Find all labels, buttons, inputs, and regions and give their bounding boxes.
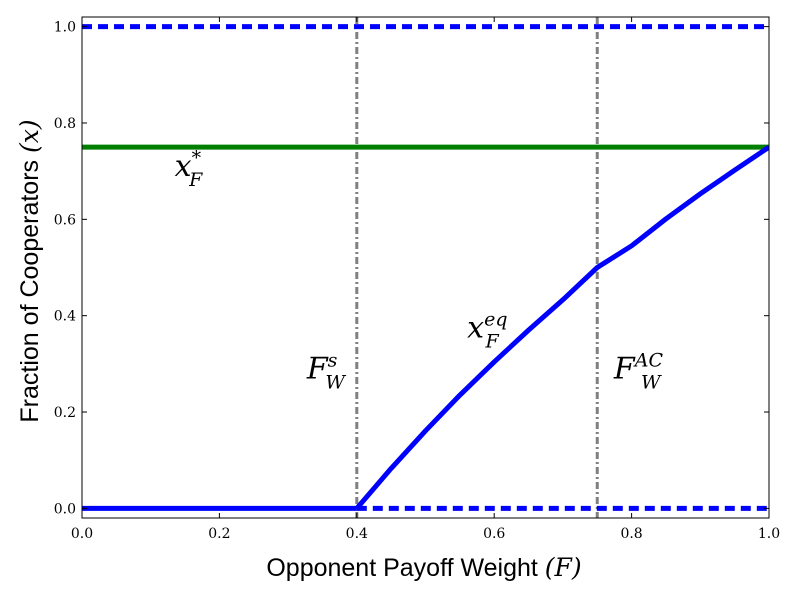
y-tick-label: 0.0: [54, 501, 76, 517]
series-line-4: [354, 144, 769, 510]
axis-ticks: 0.0 0.2 0.4 0.6 0.8 1.0 0.0 0.2 0.4 0.6 0.8 1.0: [54, 17, 780, 542]
x-axis-label: Opponent Payoff Weight (F): [266, 553, 581, 582]
x-tick-label: 0.2: [208, 526, 230, 542]
y-tick-label: 0.6: [54, 212, 76, 228]
y-axis-label: Fraction of Cooperators (x): [15, 119, 44, 422]
y-tick-label: 0.4: [54, 309, 76, 325]
y-tick-label: 1.0: [54, 20, 76, 36]
x-tick-label: 1.0: [758, 526, 780, 542]
x-tick-label: 0.6: [483, 526, 505, 542]
annotation-0: x*F: [175, 147, 203, 191]
y-tick-label: 0.8: [54, 116, 76, 132]
x-tick-label: 0.8: [620, 526, 642, 542]
x-tick-label: 0.0: [71, 526, 93, 542]
plot-frame: [81, 16, 770, 519]
y-tick-label: 0.2: [54, 405, 76, 421]
x-tick-label: 0.4: [346, 526, 368, 542]
plot-marks: [82, 17, 769, 518]
